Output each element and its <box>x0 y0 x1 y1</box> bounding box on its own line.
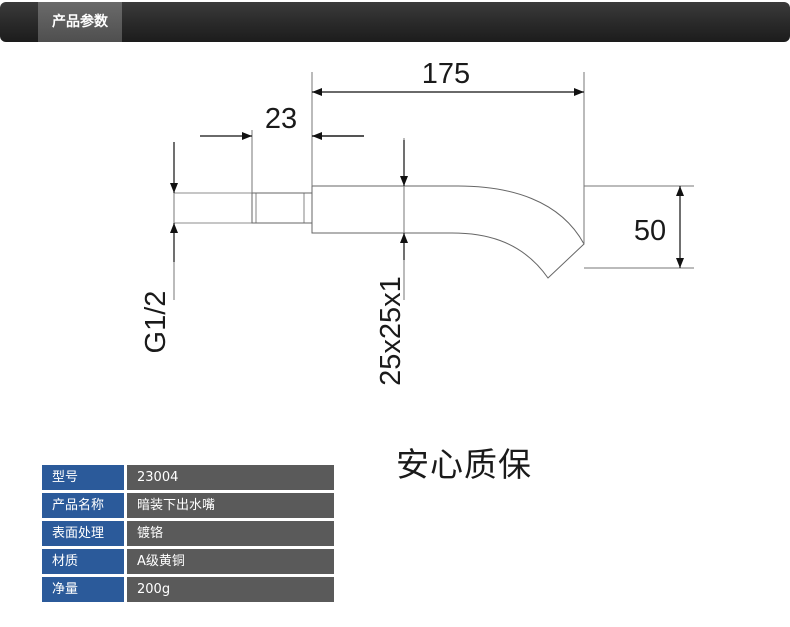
spec-label: 产品名称 <box>42 493 124 518</box>
dim-section-label: 25x25x1 <box>375 276 407 386</box>
spec-label: 材质 <box>42 549 124 574</box>
spec-value: 暗装下出水嘴 <box>127 493 334 518</box>
thread-connector <box>251 192 313 224</box>
spout-body <box>311 185 585 279</box>
spec-row-material: 材质 A级黄铜 <box>42 549 334 574</box>
spec-row-weight: 净量 200g <box>42 577 334 602</box>
spec-value: 23004 <box>127 465 334 490</box>
spec-row-name: 产品名称 暗装下出水嘴 <box>42 493 334 518</box>
dim-50-label: 50 <box>634 215 666 247</box>
spout-outline <box>174 185 585 279</box>
dim-23-label: 23 <box>265 103 297 135</box>
dim-g12-label: G1/2 <box>140 291 172 354</box>
spec-row-model: 型号 23004 <box>42 465 334 490</box>
spec-table: 型号 23004 产品名称 暗装下出水嘴 表面处理 镀铬 材质 A级黄铜 净量 … <box>42 465 334 605</box>
spec-label: 净量 <box>42 577 124 602</box>
header-bar: 产品参数 <box>0 2 790 42</box>
spec-value: 200g <box>127 577 334 602</box>
spec-value: 镀铬 <box>127 521 334 546</box>
dim-175-label: 175 <box>422 58 470 90</box>
header-tab: 产品参数 <box>38 2 122 42</box>
spec-label: 型号 <box>42 465 124 490</box>
spec-value: A级黄铜 <box>127 549 334 574</box>
spec-row-finish: 表面处理 镀铬 <box>42 521 334 546</box>
dimension-arrows <box>170 88 684 268</box>
quality-slogan: 安心质保 <box>396 445 532 484</box>
spec-label: 表面处理 <box>42 521 124 546</box>
section-title: 产品参数 <box>52 14 108 30</box>
